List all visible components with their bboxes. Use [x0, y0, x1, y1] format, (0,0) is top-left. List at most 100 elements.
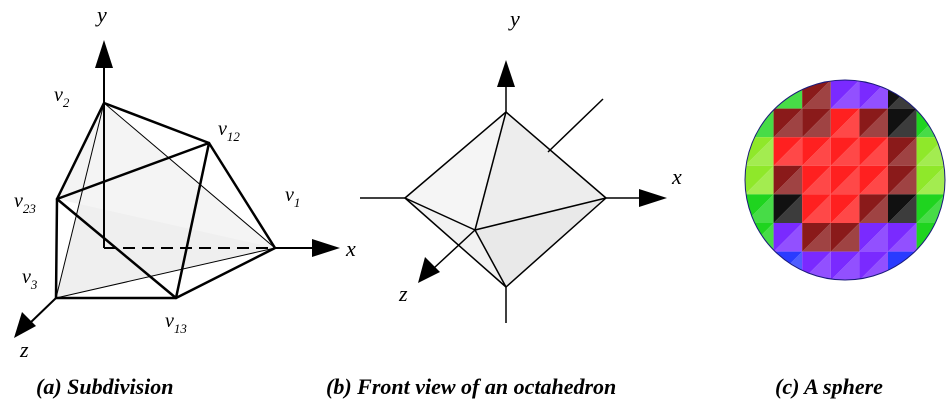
- face-shade-2: [57, 103, 275, 248]
- sphere-facet: [773, 165, 803, 195]
- sphere-facet: [888, 108, 917, 138]
- sphere-facet: [888, 137, 917, 166]
- caption-a: (a) Subdivision: [36, 374, 174, 399]
- axis-label-x-a: x: [345, 236, 356, 261]
- sphere-facet: [916, 194, 945, 223]
- axis-label-y-a: y: [95, 2, 107, 27]
- edge-top-front: [474, 111, 507, 231]
- sphere-facet: [773, 108, 803, 138]
- edge-bottom-front: [474, 229, 507, 288]
- sphere-facet: [830, 137, 860, 166]
- sphere-facet: [888, 194, 917, 223]
- sphere-outline: [744, 79, 946, 281]
- face-upper-left: [405, 112, 506, 230]
- z-axis-line-b: [433, 229, 476, 269]
- sphere-facet: [830, 223, 860, 252]
- sphere-facet: [916, 251, 945, 280]
- z-axis-arrow-b: [418, 257, 440, 283]
- edge-right-front: [474, 197, 607, 231]
- sphere-facet: [859, 251, 888, 280]
- sphere-facet: [830, 137, 860, 166]
- sphere-facet: [888, 108, 917, 138]
- sphere-facet: [802, 251, 831, 280]
- axis-label-z-a: z: [19, 337, 29, 362]
- sphere-facet: [830, 80, 860, 109]
- sphere-facet: [745, 108, 774, 138]
- sphere-facet: [745, 80, 774, 109]
- sphere-facet: [830, 108, 860, 138]
- face-lower-front: [475, 198, 606, 287]
- sphere-facet: [773, 223, 803, 252]
- y-axis-arrow: [95, 40, 113, 68]
- sphere-facet: [802, 223, 831, 252]
- sphere-facet: [916, 80, 945, 109]
- vertex-label-v2: v2: [54, 84, 70, 110]
- sphere-facet: [859, 223, 888, 252]
- edge-v2-v3: [55, 102, 105, 299]
- sphere-facet: [773, 194, 803, 223]
- sphere-facet: [802, 108, 831, 138]
- sphere-facet: [888, 223, 917, 252]
- sphere-facet: [859, 80, 888, 109]
- vertex-label-v13: v13: [165, 310, 187, 336]
- sphere-facet: [802, 194, 831, 223]
- panel-b: y x z (b) Front view of an octahedron: [326, 6, 682, 399]
- sphere-facet: [745, 251, 774, 280]
- sphere-facet: [830, 194, 860, 223]
- z-axis-line: [29, 297, 57, 324]
- caption-c: (c) A sphere: [775, 374, 883, 399]
- sphere-facet: [830, 165, 860, 195]
- sphere-facet: [745, 137, 774, 166]
- sphere-facet: [802, 165, 831, 195]
- neg-z-axis-line: [547, 98, 604, 153]
- sphere-facet: [773, 80, 803, 109]
- sphere-facet: [916, 251, 945, 280]
- sphere-facet: [773, 137, 803, 166]
- sphere-facet: [773, 137, 803, 166]
- sphere-facet: [802, 80, 831, 109]
- sphere-facet: [745, 165, 774, 195]
- sphere-facet: [773, 165, 803, 195]
- axis-label-y-b: y: [508, 6, 520, 31]
- inner-subdivision-triangle: [55, 141, 211, 300]
- vertex-label-v12: v12: [218, 118, 240, 144]
- sphere-facet: [830, 80, 860, 109]
- sphere-facet: [802, 137, 831, 166]
- sphere-facet: [745, 251, 774, 280]
- sphere-facet: [916, 165, 945, 195]
- y-axis-arrow-b: [497, 60, 515, 87]
- sphere-tiles: [745, 80, 945, 280]
- sphere-facet: [859, 194, 888, 223]
- axis-label-z-b: z: [398, 281, 408, 306]
- vertex-label-v23: v23: [14, 190, 36, 216]
- sphere-facet: [859, 108, 888, 138]
- edge-v3-v1: [55, 247, 276, 299]
- axis-label-x-b: x: [671, 164, 682, 189]
- z-axis-arrow: [14, 312, 36, 338]
- sphere-facet: [830, 194, 860, 223]
- edge-v2-v1: [103, 102, 276, 249]
- sphere-facet: [888, 165, 917, 195]
- sphere-facet: [916, 137, 945, 166]
- sphere-facet: [745, 80, 774, 109]
- caption-b: (b) Front view of an octahedron: [326, 374, 616, 399]
- x-axis-arrow: [312, 239, 340, 257]
- x-axis-arrow-b: [639, 189, 667, 207]
- sphere-facet: [830, 251, 860, 280]
- sphere-facet: [802, 108, 831, 138]
- sphere-facet: [859, 108, 888, 138]
- sphere-facet: [916, 80, 945, 109]
- sphere-facet: [859, 137, 888, 166]
- sphere-facet: [830, 108, 860, 138]
- sphere-facet: [773, 194, 803, 223]
- face-upper-front: [475, 112, 606, 230]
- panel-c: (c) A sphere: [744, 79, 946, 399]
- sphere-facet: [830, 223, 860, 252]
- edge-left-front: [404, 197, 476, 231]
- sphere-facet: [888, 165, 917, 195]
- sphere-facet: [916, 165, 945, 195]
- sphere-facet: [773, 223, 803, 252]
- panel-a: y x z v2 v12 v23 v1 v3 v13 (a) Subdivisi…: [14, 2, 356, 399]
- sphere-facet: [859, 165, 888, 195]
